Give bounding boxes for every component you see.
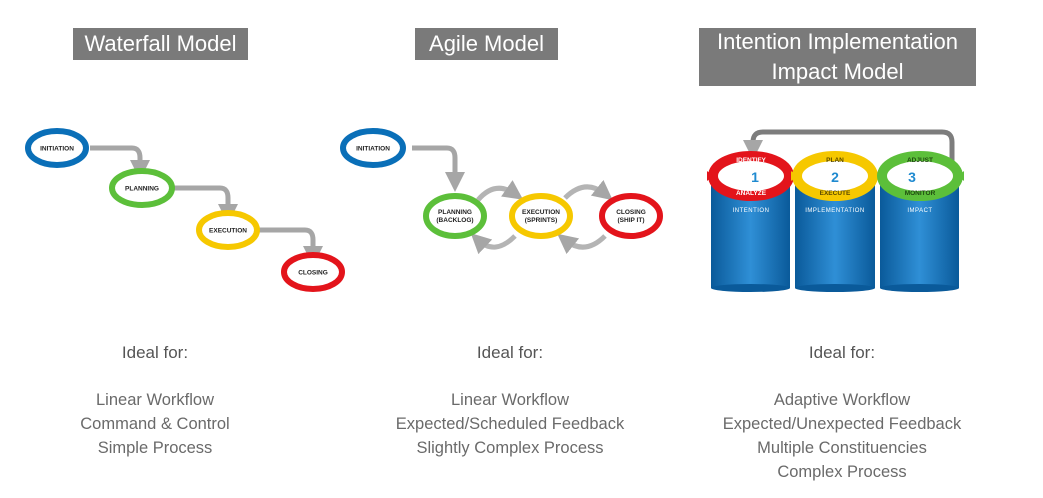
iii-pillar-label-implementation: IMPLEMENTATION (805, 208, 864, 214)
iii-ring-3: ADJUST MONITOR 3 (877, 151, 964, 201)
waterfall-closing-node (281, 252, 345, 292)
iii-ring-2-bottom: EXECUTE (820, 190, 851, 197)
agile-ideal-item: Expected/Scheduled Feedback (395, 415, 625, 433)
waterfall-initiation-label: INITIATION (40, 146, 74, 153)
iii-diagram: INTENTION IMPLEMENTATION IMPACT IDENTIFY… (707, 129, 964, 292)
agile-arrow-back-2 (557, 233, 607, 255)
waterfall-initiation-node (25, 128, 89, 168)
iii-title-line1: Intention Implementation (717, 29, 958, 54)
waterfall-title-text: Waterfall Model (84, 31, 237, 56)
iii-ring-1-top: IDENTIFY (736, 157, 766, 164)
agile-planning-label-1: PLANNING (438, 209, 472, 216)
iii-ideal-heading: Ideal for: (808, 343, 876, 362)
agile-arrow-forward-2 (563, 179, 613, 201)
iii-ring-1-number: 1 (751, 169, 759, 185)
waterfall-arrow-2 (174, 185, 238, 224)
agile-planning-label-2: (BACKLOG) (436, 217, 473, 224)
agile-ideal-item: Linear Workflow (451, 391, 569, 409)
iii-ring-2-top: PLAN (826, 157, 844, 164)
iii-title: Intention Implementation Impact Model (699, 28, 976, 86)
agile-initiation-node (340, 128, 406, 168)
agile-arrow-forward-1 (476, 180, 524, 202)
agile-execution-label-1: EXECUTION (522, 209, 560, 216)
agile-execution-node (509, 193, 573, 239)
iii-pillar-label-impact: IMPACT (907, 208, 932, 214)
waterfall-ideal-heading: Ideal for: (121, 343, 189, 362)
agile-arrow-back-1 (470, 233, 517, 255)
iii-ring-3-top: ADJUST (907, 157, 933, 164)
waterfall-diagram: INITIATION PLANNING EXECUTION CLOSING (25, 128, 345, 292)
iii-ring-2: PLAN EXECUTE 2 (791, 151, 878, 201)
agile-diagram: INITIATION PLANNING (BACKLOG) EXECUTION … (340, 128, 663, 255)
waterfall-ideal-list: Linear Workflow Command & Control Simple… (40, 388, 270, 460)
agile-arrow-initiation (412, 145, 465, 192)
waterfall-ideal-item: Linear Workflow (96, 391, 214, 409)
iii-ideal-list: Adaptive Workflow Expected/Unexpected Fe… (697, 388, 987, 484)
agile-ideal-list: Linear Workflow Expected/Scheduled Feedb… (370, 388, 650, 460)
waterfall-execution-node (196, 210, 260, 250)
agile-ideal-heading: Ideal for: (476, 343, 544, 362)
waterfall-arrow-3 (258, 227, 323, 266)
iii-pillar-label-intention: INTENTION (733, 208, 770, 214)
waterfall-planning-node (109, 168, 175, 208)
agile-title: Agile Model (415, 28, 558, 60)
iii-feedback-arrow (743, 129, 955, 166)
waterfall-closing-label: CLOSING (298, 270, 328, 277)
iii-ideal-item: Multiple Constituencies (757, 439, 927, 457)
agile-closing-label-2: (SHIP IT) (618, 217, 645, 224)
waterfall-ideal-item: Simple Process (97, 439, 213, 457)
agile-execution-label-2: (SPRINTS) (525, 217, 558, 224)
waterfall-execution-label: EXECUTION (209, 228, 247, 235)
agile-title-text: Agile Model (429, 31, 544, 56)
iii-ring-1: IDENTIFY ANALYZE 1 (707, 151, 794, 201)
agile-ideal-item: Slightly Complex Process (416, 439, 604, 457)
waterfall-planning-label: PLANNING (125, 186, 159, 193)
iii-ring-3-number: 3 (908, 169, 916, 185)
iii-ring-3-bottom: MONITOR (905, 190, 936, 197)
agile-planning-node (423, 193, 487, 239)
iii-ring-1-bottom: ANALYZE (736, 190, 767, 197)
iii-ideal-item: Adaptive Workflow (773, 391, 911, 409)
agile-initiation-label: INITIATION (356, 146, 390, 153)
iii-ideal-item: Complex Process (777, 463, 907, 481)
waterfall-arrow-1 (90, 145, 150, 180)
agile-closing-node (599, 193, 663, 239)
iii-ideal-item: Expected/Unexpected Feedback (722, 415, 962, 433)
waterfall-title: Waterfall Model (73, 28, 248, 60)
agile-closing-label-1: CLOSING (616, 209, 646, 216)
waterfall-ideal-item: Command & Control (80, 415, 230, 433)
iii-title-line2: Impact Model (771, 59, 904, 84)
iii-ring-2-number: 2 (831, 169, 839, 185)
